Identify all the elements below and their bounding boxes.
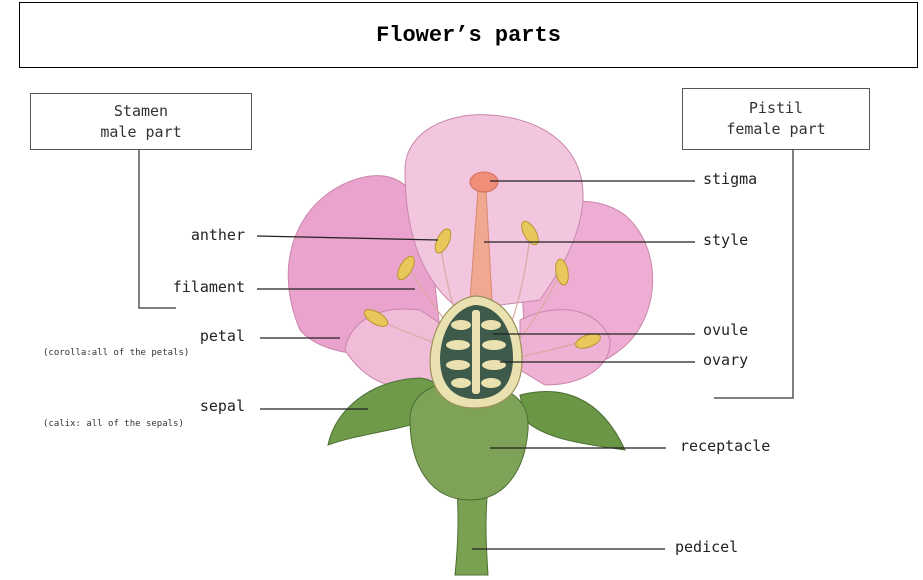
label-pedicel: pedicel xyxy=(675,538,738,556)
stamen-bracket-line xyxy=(139,150,176,308)
label-anther: anther xyxy=(191,226,245,244)
label-style: style xyxy=(703,231,748,249)
label-filament: filament xyxy=(173,278,245,296)
sepal-right xyxy=(520,392,625,450)
label-receptacle: receptacle xyxy=(680,437,770,455)
stigma xyxy=(470,172,498,192)
label-sepal: sepal xyxy=(200,397,245,415)
label-ovule: ovule xyxy=(703,321,748,339)
label-ovary: ovary xyxy=(703,351,748,369)
label-petal-note: (corolla:all of the petals) xyxy=(43,348,189,358)
label-sepal-note: (calix: all of the sepals) xyxy=(43,419,184,429)
label-petal: petal xyxy=(200,327,245,345)
label-stigma: stigma xyxy=(703,170,757,188)
